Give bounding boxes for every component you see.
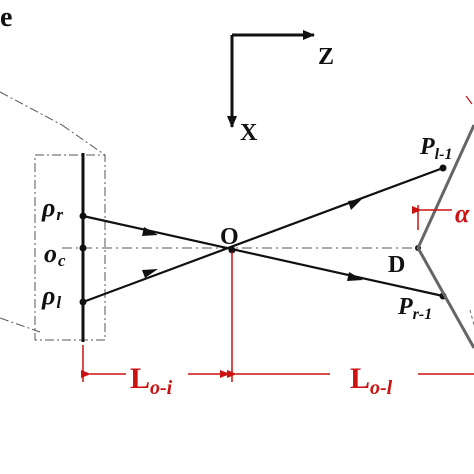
- alpha-label: α: [455, 199, 470, 228]
- axis-z-label: Z: [318, 44, 334, 70]
- rho-l-label: ρl: [41, 281, 61, 312]
- l-ol-label: Lo-l: [350, 362, 393, 399]
- p-r1-label: Pr-1: [397, 294, 432, 323]
- point-d-label: D: [388, 252, 405, 278]
- center-o-label: O: [220, 224, 239, 250]
- o-c-label: oc: [44, 239, 66, 270]
- coordinate-axes: [227, 30, 315, 128]
- reflector-dash: [469, 309, 474, 326]
- ray-arrowheads: [142, 199, 363, 281]
- red-mark: [465, 95, 473, 105]
- l-oi-label: Lo-i: [130, 362, 173, 399]
- dimension-lines: [81, 205, 474, 382]
- reflector: [416, 124, 474, 349]
- sensor-box: [34, 154, 106, 341]
- perspective-lines: [0, 91, 106, 333]
- rho-r-label: ρr: [41, 193, 63, 224]
- axis-x-label: X: [240, 120, 258, 146]
- corner-letter: e: [0, 2, 12, 33]
- rays: [82, 166, 444, 304]
- p-l1-label: Pl-1: [419, 134, 452, 163]
